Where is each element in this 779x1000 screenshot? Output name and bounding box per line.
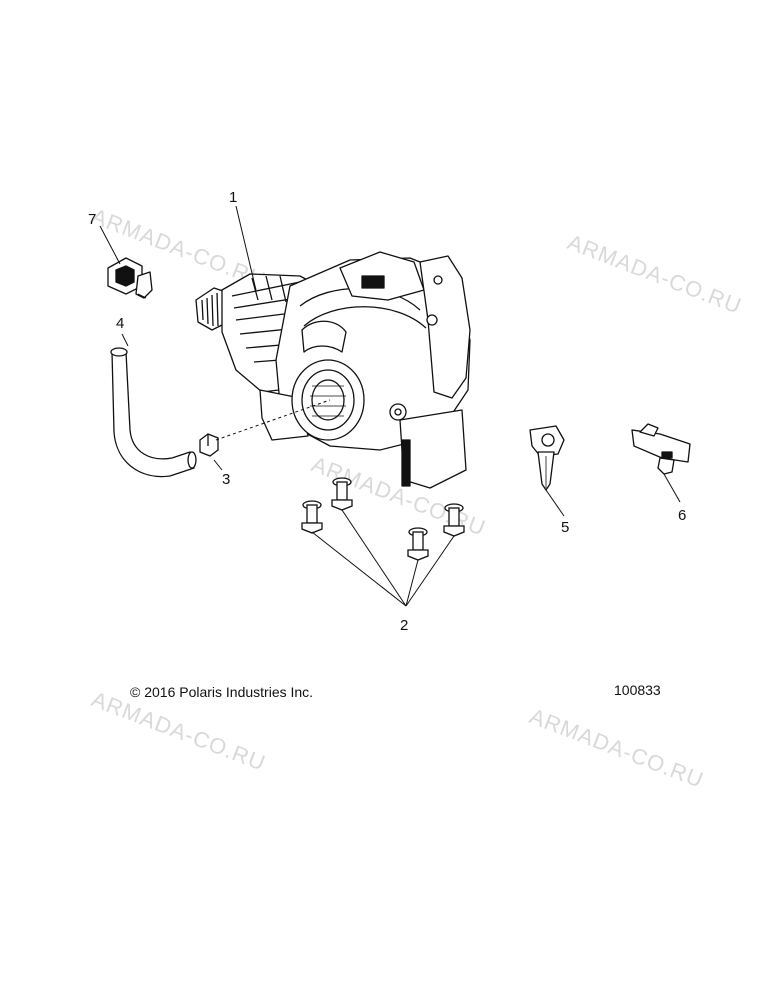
vent-fitting [107, 257, 153, 299]
callout-3: 3 [222, 471, 230, 488]
plug [199, 433, 219, 457]
connector [631, 423, 691, 475]
sensor [529, 425, 565, 491]
bolt [443, 503, 465, 537]
callout-4: 4 [116, 315, 124, 332]
callout-1: 1 [229, 189, 237, 206]
callout-2: 2 [400, 617, 408, 634]
callout-6: 6 [678, 507, 686, 524]
callout-7: 7 [88, 211, 96, 228]
watermark: ARMADA-CO.RU [526, 703, 707, 792]
copyright-notice: © 2016 Polaris Industries Inc. [130, 684, 314, 700]
bolt [301, 500, 323, 534]
watermark: ARMADA-CO.RU [564, 229, 745, 318]
figure-number: 100833 [614, 682, 661, 698]
gearcase-assembly [195, 251, 471, 489]
bolt [407, 527, 429, 561]
bolt [331, 477, 353, 511]
vent-hose [110, 347, 197, 478]
leader-lines [99, 205, 681, 607]
callout-5: 5 [561, 519, 569, 536]
